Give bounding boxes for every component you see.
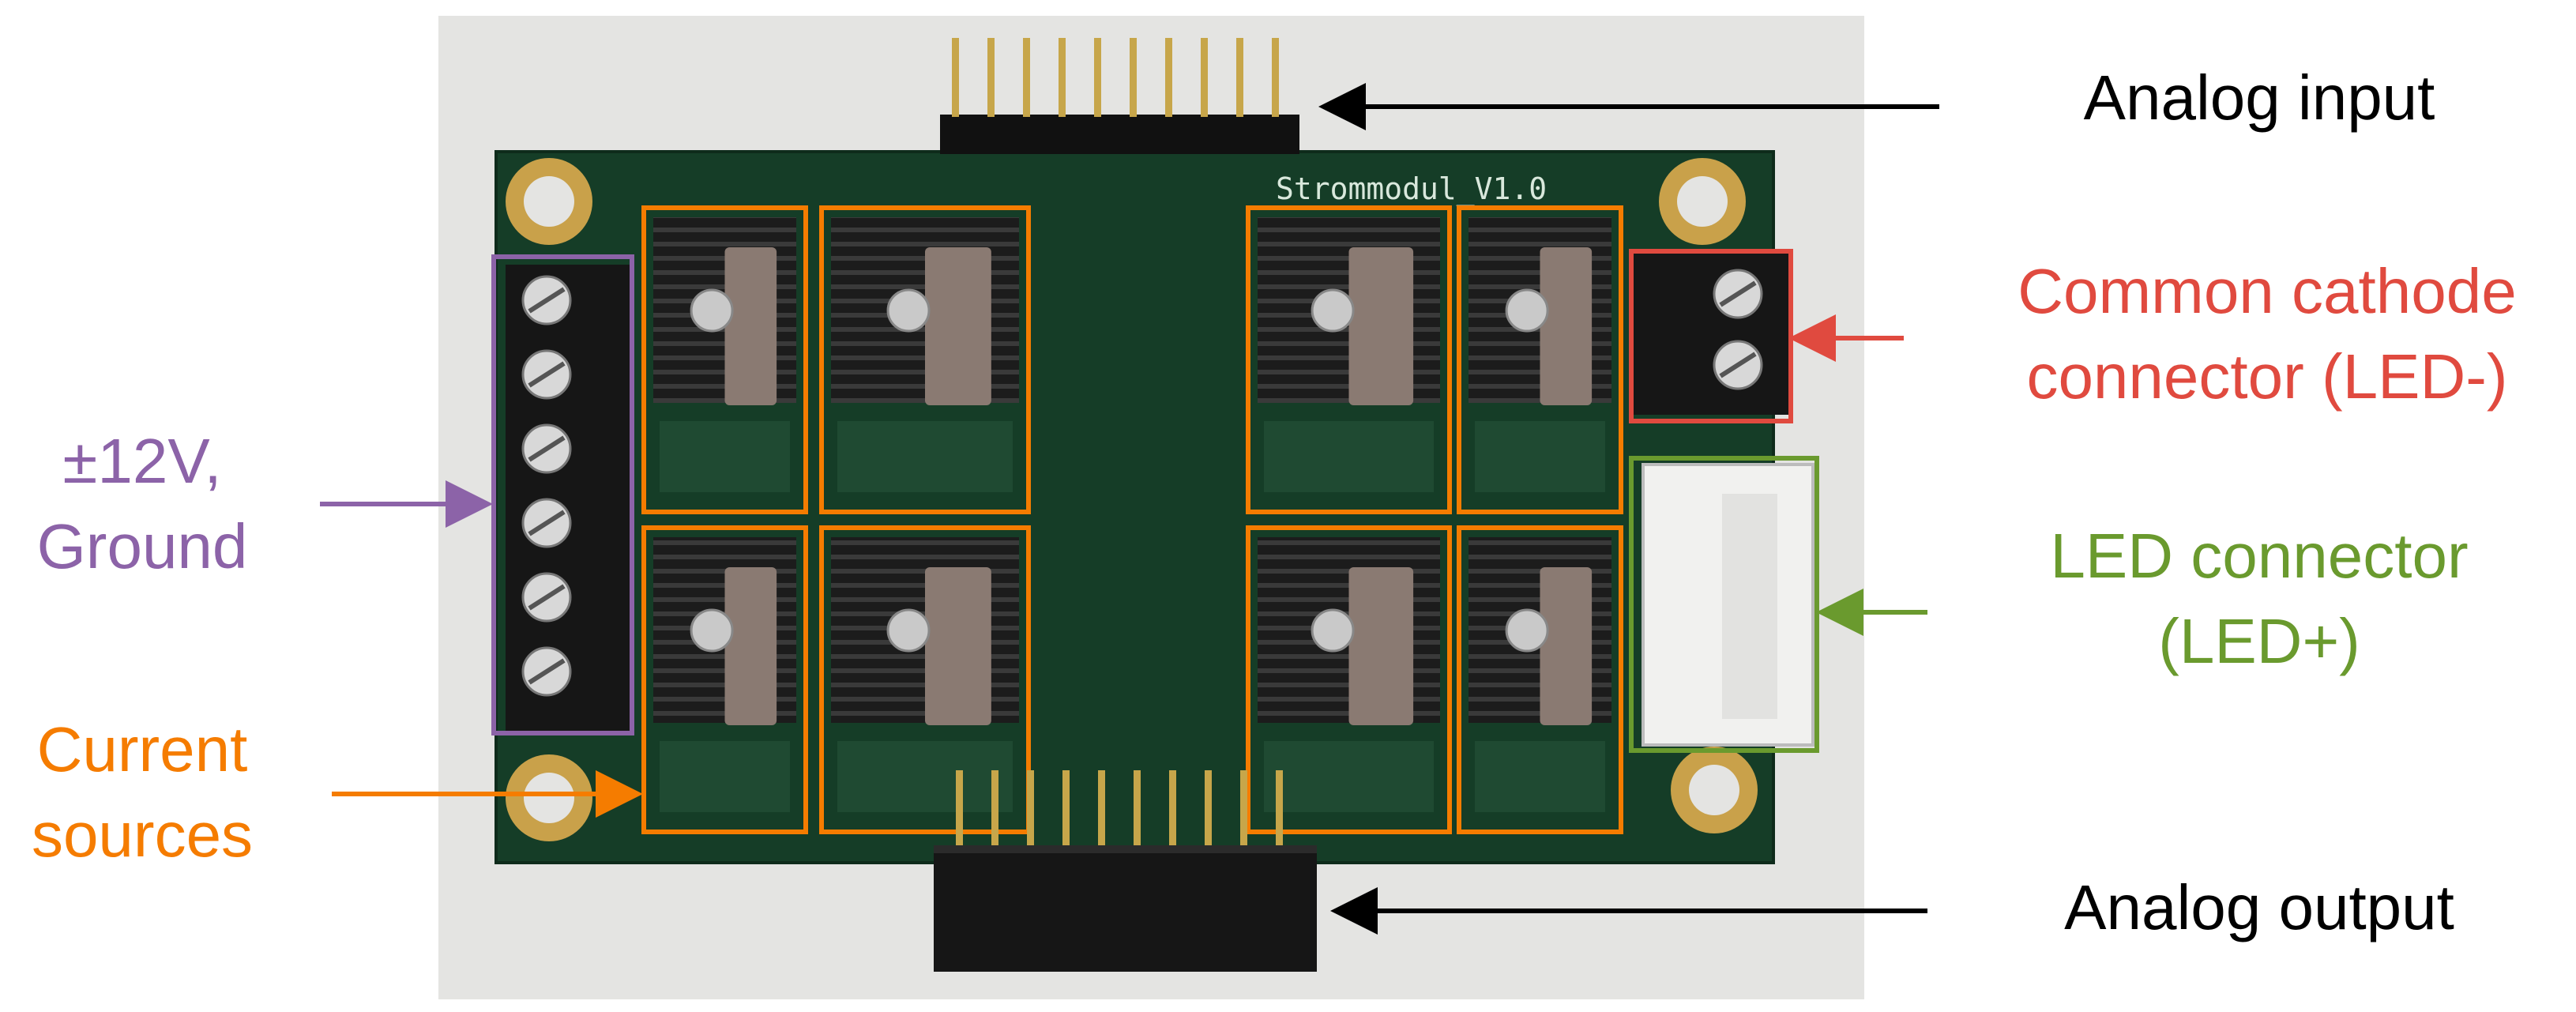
header-pin (1169, 770, 1176, 845)
current-source-box (1246, 525, 1452, 834)
header-pin (1027, 770, 1034, 845)
header-pin (987, 38, 995, 117)
mounting-holes (506, 158, 1758, 841)
current-sources-label: Current sources (0, 707, 284, 878)
bolt (886, 608, 931, 653)
power-label-line2: Ground (36, 511, 248, 581)
header-pin (1094, 38, 1101, 117)
header-pin (1134, 770, 1141, 845)
mounting-hole (524, 176, 574, 227)
highlight-boxes (491, 205, 1819, 834)
bolt (1505, 288, 1549, 333)
current-source-box (819, 205, 1031, 514)
header-pin (952, 38, 959, 117)
bolt (690, 608, 734, 653)
bolt (1311, 288, 1355, 333)
current-source-box (641, 205, 808, 514)
bolt (1505, 608, 1549, 653)
header-pin (1201, 38, 1208, 117)
header-pin (956, 770, 963, 845)
common-cathode-label: Common cathode connector (LED-) (1975, 249, 2559, 419)
led-connector-label-line1: LED connector (2050, 521, 2469, 591)
header-pin (1240, 770, 1247, 845)
header-pin (1276, 770, 1283, 845)
led-connector-label: LED connector (LED+) (2006, 514, 2512, 684)
header-pin (1130, 38, 1137, 117)
bolt (1311, 608, 1355, 653)
power-label-line1: ±12V, (62, 426, 222, 496)
mounting-hole (524, 773, 574, 823)
analog-output-header (934, 845, 1317, 972)
header-pin (1236, 38, 1243, 117)
mounting-hole (1689, 765, 1739, 815)
current-sources-label-line1: Current (36, 714, 248, 784)
current-sources-label-line2: sources (31, 799, 254, 870)
led-connector-part (1641, 463, 1814, 747)
header-pin (1098, 770, 1105, 845)
power-label: ±12V, Ground (0, 419, 284, 589)
led-connector-label-line2: (LED+) (2158, 606, 2360, 676)
arrows (320, 83, 1939, 935)
analog-input-header (940, 38, 1299, 154)
header-pin (1023, 38, 1030, 117)
bolt (886, 288, 931, 333)
current-source-box (1457, 525, 1623, 834)
header-pin (1059, 38, 1066, 117)
power-terminal-block (506, 265, 632, 731)
power-box (491, 254, 634, 735)
current-source-box (1246, 205, 1452, 514)
header-pin (1062, 770, 1070, 845)
silkscreen-label: Strommodul_V1.0 (1276, 171, 1547, 207)
header-pin (1205, 770, 1212, 845)
header-pin (1165, 38, 1172, 117)
common-cathode-terminal (1631, 253, 1789, 415)
current-source-box (641, 525, 808, 834)
bolt (690, 288, 734, 333)
common-cathode-label-line1: Common cathode (2018, 256, 2517, 326)
mounting-hole (1677, 176, 1728, 227)
current-source-box (1457, 205, 1623, 514)
analog-input-label: Analog input (2083, 62, 2435, 133)
analog-output-label: Analog output (2064, 872, 2454, 942)
common-cathode-label-line2: connector (LED-) (2026, 341, 2508, 412)
header-pin (991, 770, 998, 845)
current-source-modules (653, 217, 1611, 812)
current-source-box (819, 525, 1031, 834)
header-pin (1272, 38, 1279, 117)
